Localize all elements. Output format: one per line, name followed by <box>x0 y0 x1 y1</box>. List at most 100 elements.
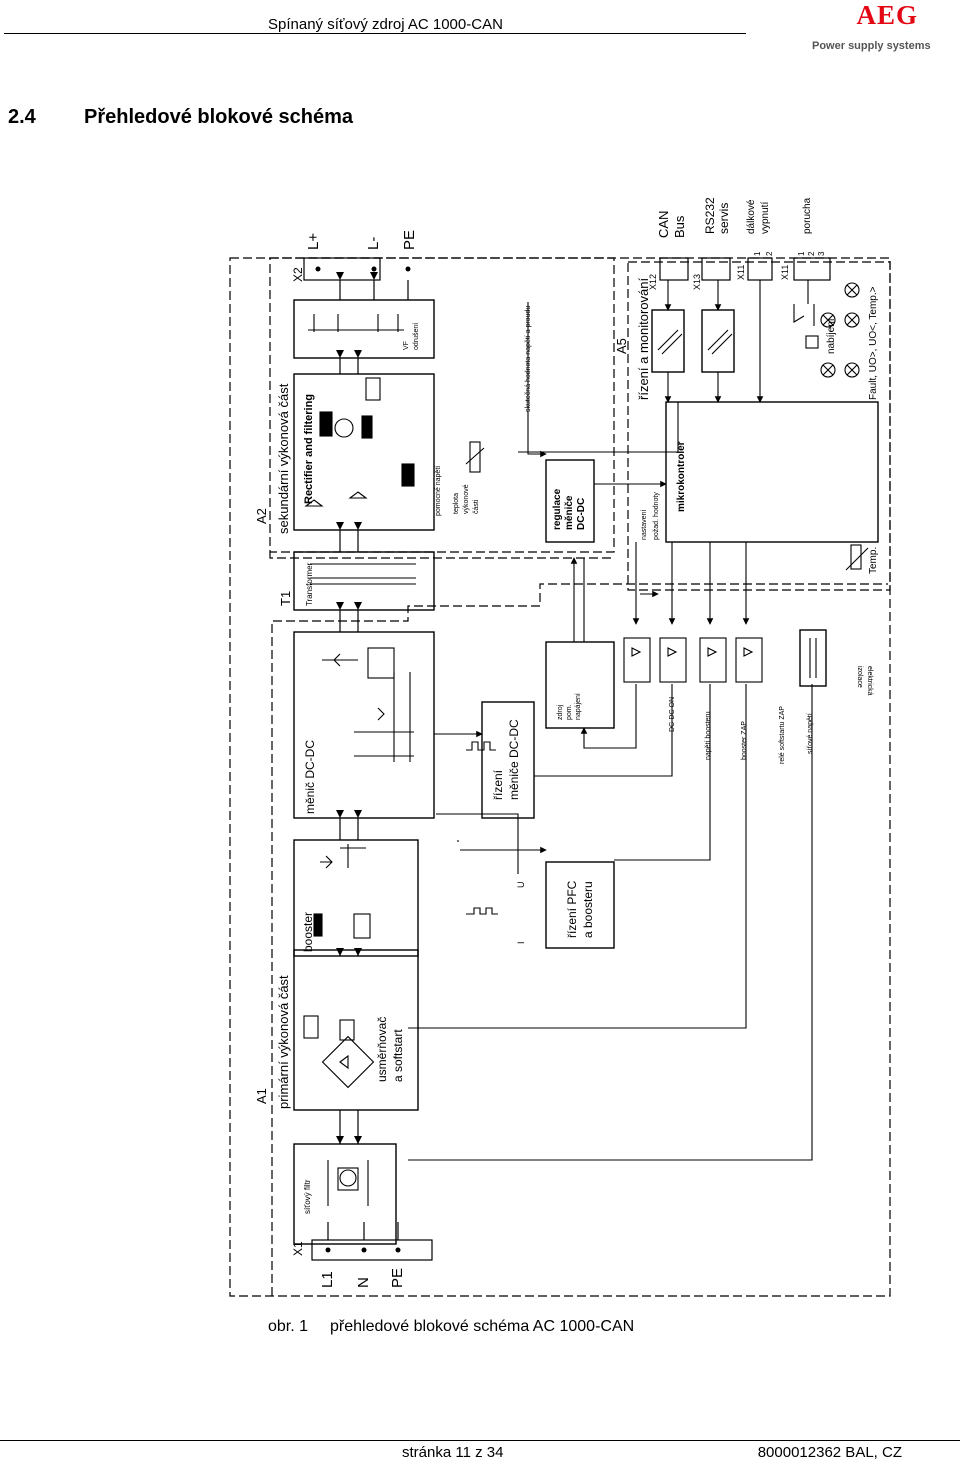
x1-pin-l1: L1 <box>319 1271 336 1288</box>
x11a-pin-2: 2 <box>765 251 774 256</box>
sig-aux-voltage: pomocné napětí <box>435 466 442 516</box>
group-id-t1: T1 <box>278 591 293 606</box>
power-arrows <box>336 272 378 1144</box>
sig-temp-2: výkonové <box>463 484 470 514</box>
sig-u: U <box>516 882 526 889</box>
label-pfc-1: řízení PFC <box>565 880 579 938</box>
group-labels: A2 sekundární výkonová část A1 primární … <box>254 277 651 1109</box>
sig-isolation-2: elektrická <box>866 666 873 696</box>
sig-actual: skutečná hodnota napětí a proudu <box>525 306 532 412</box>
group-id-a5: A5 <box>614 338 629 354</box>
label-dcdc-ctrl-2: měniče DC-DC <box>507 719 521 800</box>
box-rf-suppression <box>293 299 435 359</box>
label-rf-1: VF <box>403 341 410 350</box>
x11a-pin-1: 1 <box>753 251 762 256</box>
x12-label-2: Bus <box>672 215 687 238</box>
x12-id: X12 <box>648 274 658 290</box>
section-heading: 2.4 Přehledové blokové schéma <box>8 106 353 129</box>
box-aux-supply <box>545 641 615 729</box>
group-id-a2: A2 <box>254 508 269 524</box>
label-dcdc-converter: měnič DC-DC <box>303 740 317 814</box>
label-booster: booster <box>301 912 315 952</box>
x11b-pin-3: 3 <box>817 251 826 256</box>
sig-fault: Fault, UO>, UO<, Temp.> <box>868 286 879 400</box>
block-labels: síťový filtr usměrňovač a softstart boos… <box>301 323 687 1214</box>
x1-pin-n: N <box>355 1277 372 1288</box>
sig-dcdc-on: DC-DC ON <box>669 697 676 732</box>
x11b-pin-1: 1 <box>797 251 806 256</box>
logo-tagline: Power supply systems <box>812 40 931 52</box>
x13-label-2: servis <box>717 203 731 234</box>
box-rectifier-filtering <box>293 373 435 531</box>
caption-text: přehledové blokové schéma AC 1000-CAN <box>330 1318 635 1335</box>
connector-labels: X1 L1 N PE X2 L+ L- PE X12 CAN Bus X13 R… <box>291 197 826 1288</box>
label-aux-3: napájení <box>575 693 582 720</box>
sig-softstart-relay: relé softstartu ZAP <box>779 706 786 764</box>
box-transformer <box>293 551 435 611</box>
label-reg-1: regulace <box>552 488 563 530</box>
signal-lines <box>408 280 813 1161</box>
label-dcdc-ctrl-1: řízení <box>491 769 505 800</box>
x11b-pin-2: 2 <box>807 251 816 256</box>
x2-pin-lminus: L- <box>365 237 382 250</box>
x11a-id: X11 <box>736 265 746 280</box>
footer-document-id: 8000012362 BAL, CZ <box>757 1444 902 1461</box>
sig-mains-voltage: síťové napětí <box>807 713 814 754</box>
x11b-label-1: porucha <box>802 197 813 234</box>
footer-page-number: stránka 11 z 34 <box>402 1444 504 1461</box>
block-diagram-canvas: A2 sekundární výkonová část A1 primární … <box>229 197 891 1297</box>
figure-caption: obr. 1 přehledové blokové schéma AC 1000-… <box>268 1318 634 1336</box>
section-title: Přehledové blokové schéma <box>84 106 354 128</box>
sig-setpoint-1: nastavení <box>641 510 648 540</box>
section-number: 2.4 <box>8 106 36 128</box>
x13-id: X13 <box>692 274 702 290</box>
label-aux-1: zdroj <box>557 704 564 720</box>
x2-pin-pe: PE <box>401 230 418 250</box>
x2-id: X2 <box>291 267 305 282</box>
box-dcdc-converter <box>293 631 435 819</box>
terminal-strips <box>303 257 831 1261</box>
group-label-a2: sekundární výkonová část <box>276 383 291 534</box>
x12-label-1: CAN <box>656 211 671 238</box>
logo-mark: AEG <box>856 0 918 30</box>
label-rectifier-2: a softstart <box>391 1029 405 1082</box>
label-reg-3: DC-DC <box>576 498 587 530</box>
label-rect-filter: Rectifier and filtering <box>303 394 315 504</box>
x11a-label-2: vypnutí <box>760 202 771 234</box>
label-aux-2: pom. <box>566 704 573 720</box>
document-header-title: Spínaný síťový zdroj AC 1000-CAN <box>268 16 503 33</box>
label-reg-2: měniče <box>564 495 575 530</box>
sig-booster-voltage: napětí boosteru <box>705 711 712 760</box>
sig-setpoint-2: požad. hodnoty <box>653 492 660 540</box>
x1-id: X1 <box>291 1241 305 1256</box>
box-isolation <box>799 629 827 687</box>
label-rectifier-1: usměrňovač <box>375 1017 389 1082</box>
block-diagram: A2 sekundární výkonová část A1 primární … <box>228 154 900 1300</box>
terminal-pins <box>315 266 411 1253</box>
sig-temp-1: teplota <box>453 493 460 514</box>
x13-label-1: RS232 <box>703 197 717 234</box>
module-boundaries <box>229 257 891 1297</box>
footer-divider <box>0 1440 960 1441</box>
company-logo: AEG Power supply systems <box>808 0 958 56</box>
x11a-label-1: dálkové <box>746 199 757 234</box>
box-x12-driver <box>651 309 685 373</box>
box-x13-driver <box>701 309 735 373</box>
group-id-a1: A1 <box>254 1088 269 1104</box>
box-dcdc-control <box>481 701 535 819</box>
schematic-symbols <box>303 282 869 1206</box>
signal-annotations: pomocné napětí teplota výkonové části sk… <box>435 286 879 944</box>
box-dcdc-regulation <box>545 459 595 543</box>
header-divider <box>4 33 746 34</box>
sig-i: I <box>516 941 526 944</box>
sig-temp-3: části <box>473 499 480 514</box>
label-pfc-2: a boosteru <box>581 881 595 938</box>
x1-pin-pe: PE <box>389 1268 406 1288</box>
label-line-filter: síťový filtr <box>303 1179 312 1214</box>
label-rf-2: odrušení <box>413 323 420 350</box>
x2-pin-lplus: L+ <box>305 233 322 250</box>
label-transformer: Transformer <box>305 562 314 606</box>
group-label-a5: řízení a monitorování <box>636 277 651 400</box>
sig-isolation-1: izolace <box>856 666 863 688</box>
caption-label: obr. 1 <box>268 1318 309 1335</box>
